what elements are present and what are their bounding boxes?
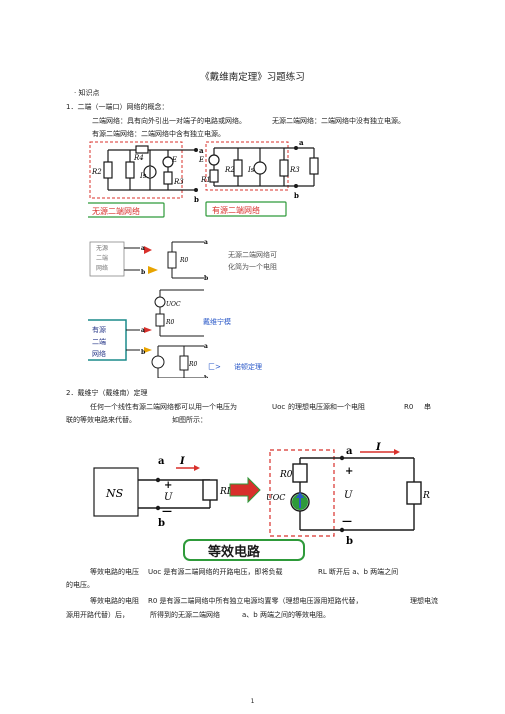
fig3-i2: I — [375, 442, 381, 453]
def-active: 有源二端网络：二端网络中含有独立电源。 — [92, 130, 225, 138]
page-title: 《戴维南定理》习题练习 — [200, 72, 305, 83]
fig1-e: E — [171, 156, 177, 164]
fig3-a1: a — [158, 456, 165, 467]
active-dashed-box — [205, 141, 289, 191]
fig2-a2: a — [204, 239, 208, 246]
page-number: 1 — [250, 698, 255, 705]
fig3-plus2: + — [345, 466, 353, 477]
norton-arrow: 匚> — [208, 363, 221, 371]
fig2-b1: b — [141, 269, 145, 276]
passive-box-3: 网络 — [96, 264, 108, 272]
norton-label: 诺顿定理 — [234, 362, 262, 371]
note-line-2: 化简为一个电阻 — [228, 262, 277, 271]
fig1-right-a: a — [299, 140, 304, 147]
fig3-b2: b — [346, 536, 353, 547]
equivalent-circuit-label: 等效电路 — [207, 544, 261, 560]
item-2-heading: 2．戴维宁（戴维南）定理 — [66, 389, 148, 397]
fig2-a4: a — [204, 343, 208, 350]
passive-dashed-box — [89, 141, 183, 199]
def-passive: 无源二端网络：二端网络中没有独立电源。 — [272, 117, 405, 125]
fig3-i1: I — [179, 456, 185, 467]
active-network-label: 有源二端网络 — [212, 205, 260, 215]
fig3-minus2: — — [342, 516, 352, 527]
fig2-b2: b — [204, 275, 208, 282]
thevenin-model-label: 戴维宁模 — [203, 317, 231, 326]
fig1-r4: R4 — [133, 154, 144, 162]
fig1-right-r2: R2 — [224, 166, 235, 174]
fig1-r1: R1 — [200, 176, 211, 184]
fig2-r0-2: R0 — [165, 319, 175, 326]
eq-text-4c: a、b 两端之间的等效电阻。 — [242, 611, 330, 619]
fig3-u1: U — [164, 492, 173, 503]
note-line-1: 无源二端网络可 — [228, 250, 277, 259]
fig1-left-b: b — [194, 195, 199, 204]
fig1-r3: R3 — [173, 178, 184, 186]
figure-two-port-networks: a b R2 R4 Is E R3 无源二端网络 a b E R1 R2 Is … — [88, 140, 319, 218]
fig3-ns: NS — [105, 487, 124, 500]
fig3-r0: R0 — [279, 470, 293, 480]
fig3-a2: a — [346, 446, 353, 457]
thevenin-text-uoc: Uoc — [272, 403, 286, 411]
fig2-r0-3: R0 — [188, 361, 198, 368]
fig3-rl2: RL — [422, 491, 430, 501]
fig1-right-is: Is — [247, 166, 255, 174]
fig3-b1: b — [158, 518, 165, 529]
fig1-left-a: a — [199, 146, 204, 155]
eq-text-3a: 等效电路的电阻 — [90, 597, 139, 605]
fig2-b3: b — [141, 349, 145, 356]
fig3-plus1: + — [164, 480, 172, 491]
fig1-r2: R2 — [91, 168, 102, 176]
fig1-right-b: b — [294, 191, 299, 200]
fig2-r0-1: R0 — [179, 257, 189, 264]
thevenin-text-1a: 任何一个线性有源二端网络都可以用一个电压为 — [90, 403, 237, 411]
thevenin-text-2a: 联的等效电路来代替。 — [66, 416, 136, 424]
eq-text-4b: 所得到的无源二端网络 — [150, 611, 220, 619]
def-two-port: 二端网络：具有向外引出一对端子的电路或网络。 — [92, 117, 246, 125]
fig1-right-e: E — [198, 156, 204, 164]
section-marker: · 知识点 — [74, 89, 100, 97]
fig2-a3: a — [141, 327, 145, 334]
passive-box-1: 无源 — [96, 244, 108, 252]
fig1-is: Is — [139, 172, 147, 180]
eq-text-1b: Uoc 是有源二端网络的开路电压，即将负载 — [148, 568, 283, 576]
eq-text-4a: 源用开路代替）后， — [66, 611, 129, 619]
thevenin-text-1c: 串 — [424, 403, 431, 411]
thevenin-text-r0: R0 — [404, 403, 414, 411]
item-1-heading: 1．二端（一端口）网络的概念： — [66, 103, 169, 111]
figure-thevenin-equivalent: NS a b I + U — RL a b R0 UOC I + U — RL … — [93, 442, 430, 561]
fig2-a1: a — [141, 245, 145, 252]
eq-text-3b: R0 是有源二端网络中所有独立电源均置零（理想电压源用短路代替， — [148, 597, 363, 605]
fig3-minus1: — — [162, 506, 172, 517]
active-box-1: 有源 — [92, 325, 106, 334]
fig1-right-r3: R3 — [289, 166, 300, 174]
active-box-2: 二端 — [92, 337, 106, 346]
active-box-3: 网络 — [92, 349, 106, 358]
figure-reduction: 无源 二端 网络 a b a b R0 无源二端网络可 化简为一个电阻 UOC … — [88, 239, 277, 378]
eq-text-3c: 理想电流 — [410, 597, 438, 605]
eq-text-1a: 等效电路的电压 — [90, 568, 139, 576]
passive-network-label: 无源二端网络 — [92, 206, 140, 216]
fig3-rl1: RL — [219, 487, 233, 497]
eq-text-2: 的电压。 — [66, 581, 94, 589]
thevenin-text-2b: 如图所示： — [172, 416, 207, 424]
fig3-uoc: UOC — [266, 493, 285, 502]
eq-text-1c: RL 断开后 a、b 两端之间 — [318, 568, 399, 576]
fig2-uoc-1: UOC — [166, 301, 181, 308]
fig2-b4: b — [204, 375, 208, 378]
thevenin-text-1b: 的理想电压源和一个电阻 — [288, 403, 365, 411]
passive-box-2: 二端 — [96, 254, 108, 262]
fig3-u2: U — [344, 490, 353, 501]
